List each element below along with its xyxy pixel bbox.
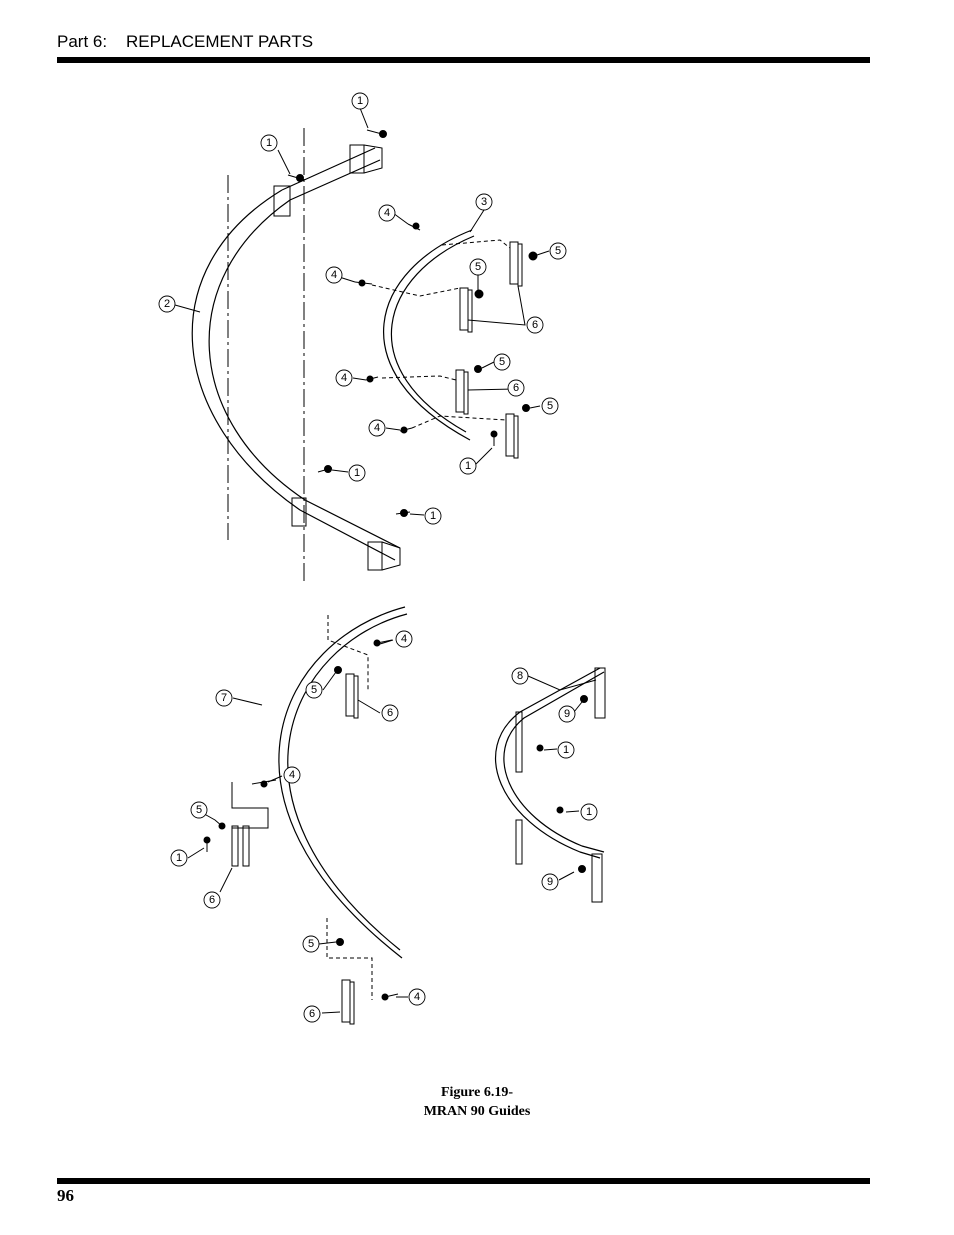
callout-c7: 4 xyxy=(325,266,343,284)
callout-c13: 5 xyxy=(541,397,559,415)
inner-curved-guide xyxy=(383,229,473,441)
svg-text:2: 2 xyxy=(164,298,170,310)
bracket-6f xyxy=(231,825,239,867)
header-rule xyxy=(57,57,870,63)
svg-text:5: 5 xyxy=(308,938,314,950)
nut-icon xyxy=(536,695,588,873)
callout-c4: 4 xyxy=(378,204,396,222)
svg-text:1: 1 xyxy=(563,744,569,756)
callout-c26: 5 xyxy=(302,935,320,953)
callout-c16: 1 xyxy=(348,464,366,482)
svg-text:6: 6 xyxy=(513,382,519,394)
svg-text:6: 6 xyxy=(209,894,215,906)
bottom-bracket-left xyxy=(291,497,307,527)
top-bracket-right xyxy=(349,144,365,174)
svg-text:4: 4 xyxy=(414,991,420,1003)
callout-c8: 5 xyxy=(469,258,487,276)
callout-c27: 4 xyxy=(408,988,426,1006)
svg-text:5: 5 xyxy=(499,356,505,368)
bracket-6d xyxy=(505,413,515,457)
callout-c24: 1 xyxy=(170,849,188,867)
svg-text:1: 1 xyxy=(465,460,471,472)
callout-c30: 9 xyxy=(558,705,576,723)
svg-text:5: 5 xyxy=(547,400,553,412)
callout-c28: 6 xyxy=(303,1005,321,1023)
bracket-6a xyxy=(509,241,519,285)
callout-c10: 5 xyxy=(493,353,511,371)
svg-text:4: 4 xyxy=(374,422,380,434)
nut-icon xyxy=(474,251,538,412)
part-title: REPLACEMENT PARTS xyxy=(126,32,314,51)
small-curved-guide xyxy=(495,667,601,859)
callout-c12: 6 xyxy=(507,379,525,397)
svg-text:4: 4 xyxy=(331,269,337,281)
svg-text:4: 4 xyxy=(384,207,390,219)
svg-text:6: 6 xyxy=(532,319,538,331)
svg-text:4: 4 xyxy=(289,769,295,781)
figure-caption-number: Figure 6.19- xyxy=(440,1085,514,1100)
bolt-icon xyxy=(287,129,498,517)
callout-c5: 3 xyxy=(475,193,493,211)
svg-text:9: 9 xyxy=(564,708,570,720)
callout-c14: 4 xyxy=(368,419,386,437)
page-header: Part 6: REPLACEMENT PARTS xyxy=(57,32,313,52)
callout-c6: 5 xyxy=(549,242,567,260)
callout-c11: 4 xyxy=(335,369,353,387)
svg-text:6: 6 xyxy=(387,707,393,719)
svg-text:1: 1 xyxy=(430,510,436,522)
svg-text:6: 6 xyxy=(309,1008,315,1020)
callout-c19: 7 xyxy=(215,689,233,707)
bolt-icon xyxy=(203,639,399,1001)
svg-text:1: 1 xyxy=(354,467,360,479)
callout-c31: 1 xyxy=(557,741,575,759)
svg-text:5: 5 xyxy=(475,261,481,273)
svg-text:1: 1 xyxy=(266,137,272,149)
svg-text:9: 9 xyxy=(547,876,553,888)
svg-text:7: 7 xyxy=(221,692,227,704)
callout-c15: 1 xyxy=(459,457,477,475)
svg-text:5: 5 xyxy=(311,684,317,696)
top-bracket-left xyxy=(273,185,291,217)
svg-text:1: 1 xyxy=(357,95,363,107)
callout-c18: 4 xyxy=(395,630,413,648)
bracket-6b xyxy=(459,287,469,331)
callout-c3: 2 xyxy=(158,295,176,313)
bracket-6c xyxy=(455,369,465,413)
bracket-6e xyxy=(345,673,355,717)
svg-text:1: 1 xyxy=(176,852,182,864)
svg-text:5: 5 xyxy=(196,804,202,816)
callout-c21: 6 xyxy=(381,704,399,722)
svg-text:3: 3 xyxy=(481,196,487,208)
callout-c17: 1 xyxy=(424,507,442,525)
svg-text:4: 4 xyxy=(401,633,407,645)
part-number: Part 6: xyxy=(57,32,108,51)
callout-c2: 1 xyxy=(260,134,278,152)
callout-c9: 6 xyxy=(526,316,544,334)
figure-caption-title: MRAN 90 Guides xyxy=(423,1104,531,1119)
large-curved-guide xyxy=(191,189,396,561)
callout-c29: 8 xyxy=(511,667,529,685)
callout-c32: 1 xyxy=(580,803,598,821)
callout-c33: 9 xyxy=(541,873,559,891)
page-number: 96 xyxy=(57,1186,74,1205)
bracket-6g xyxy=(341,979,351,1023)
callout-c20: 5 xyxy=(305,681,323,699)
bottom-bracket-right xyxy=(367,541,383,571)
footer-rule xyxy=(57,1178,870,1184)
svg-text:5: 5 xyxy=(555,245,561,257)
svg-text:8: 8 xyxy=(517,670,523,682)
svg-text:1: 1 xyxy=(586,806,592,818)
lower-curved-guide xyxy=(278,606,406,959)
svg-text:4: 4 xyxy=(341,372,347,384)
callout-c22: 4 xyxy=(283,766,301,784)
callout-c1: 1 xyxy=(351,92,369,110)
callout-c25: 6 xyxy=(203,891,221,909)
callout-c23: 5 xyxy=(190,801,208,819)
